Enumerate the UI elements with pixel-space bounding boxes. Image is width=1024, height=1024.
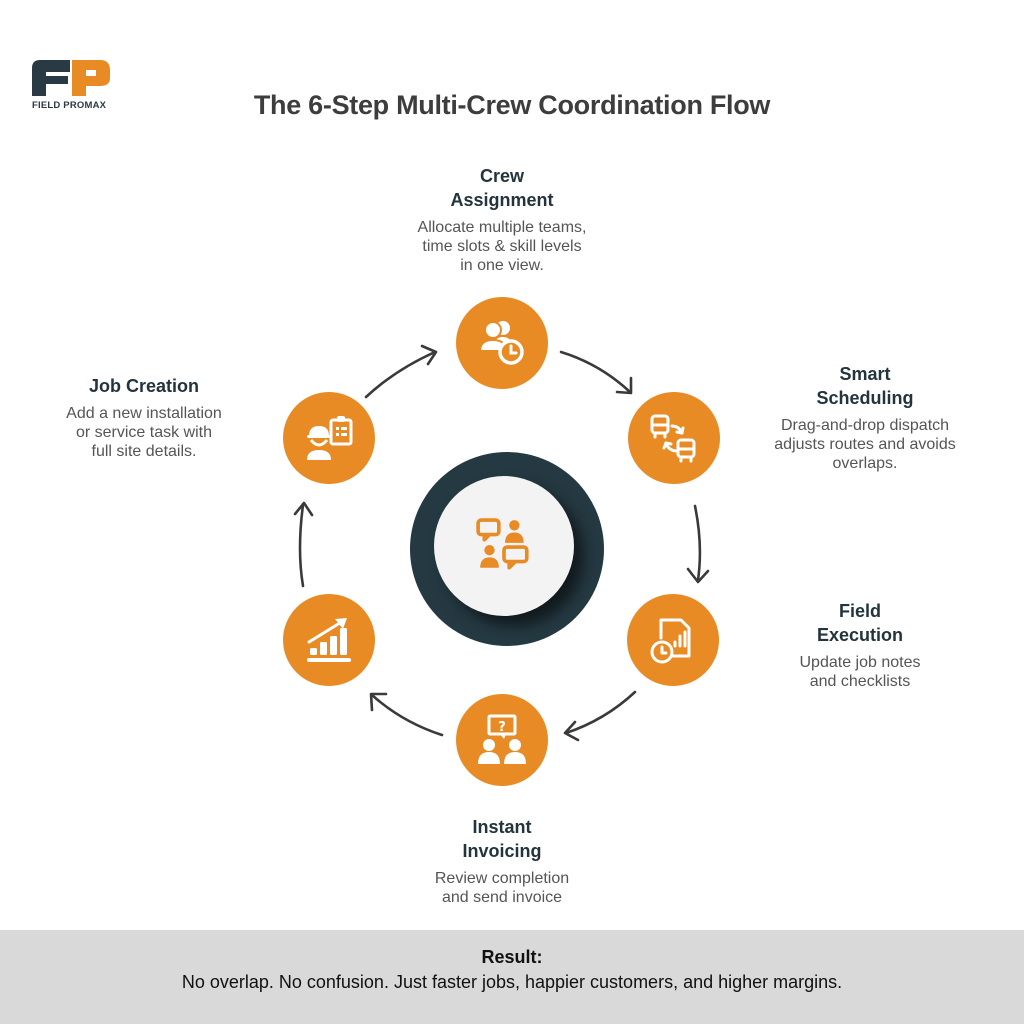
growth-chart-icon <box>307 618 351 662</box>
step-node-crew-assignment <box>456 297 548 389</box>
result-label: Result: <box>481 947 543 967</box>
team-discussion-icon <box>476 518 529 570</box>
bus-swap-icon <box>650 414 696 463</box>
hub-center <box>434 476 574 616</box>
step-title: Job Creation <box>88 376 199 396</box>
step-node-field-execution <box>627 594 719 686</box>
team-clock-icon <box>478 321 524 365</box>
step-node-growth <box>283 594 375 686</box>
svg-text:?: ? <box>498 720 506 735</box>
arrow-smart-to-field <box>686 504 710 584</box>
step-description: Allocate multiple teams,time slots & ski… <box>417 219 587 274</box>
result-banner: Result: No overlap. No confusion. Just f… <box>0 930 1024 1024</box>
arrow-instant-to-chart <box>369 692 444 737</box>
arrow-chart-to-job <box>293 501 314 588</box>
brand-name: FIELD PROMAX <box>32 100 107 111</box>
result-text: No overlap. No confusion. Just faster jo… <box>181 972 843 992</box>
step-node-smart-scheduling <box>628 392 720 484</box>
report-clock-icon <box>650 618 691 664</box>
page-title: The 6-Step Multi-Crew Coordination Flow <box>253 90 771 120</box>
step-node-job-creation <box>283 392 375 484</box>
fp-logo-icon <box>32 60 110 96</box>
arrow-field-to-instant <box>563 690 637 742</box>
worker-clipboard-icon <box>307 416 353 460</box>
step-node-instant-invoicing: ? <box>456 694 548 786</box>
arrow-job-to-crew <box>364 344 438 399</box>
people-question-icon: ? <box>478 714 526 764</box>
arrow-crew-to-smart <box>559 350 633 395</box>
brand-logo: FIELD PROMAX <box>32 58 122 113</box>
